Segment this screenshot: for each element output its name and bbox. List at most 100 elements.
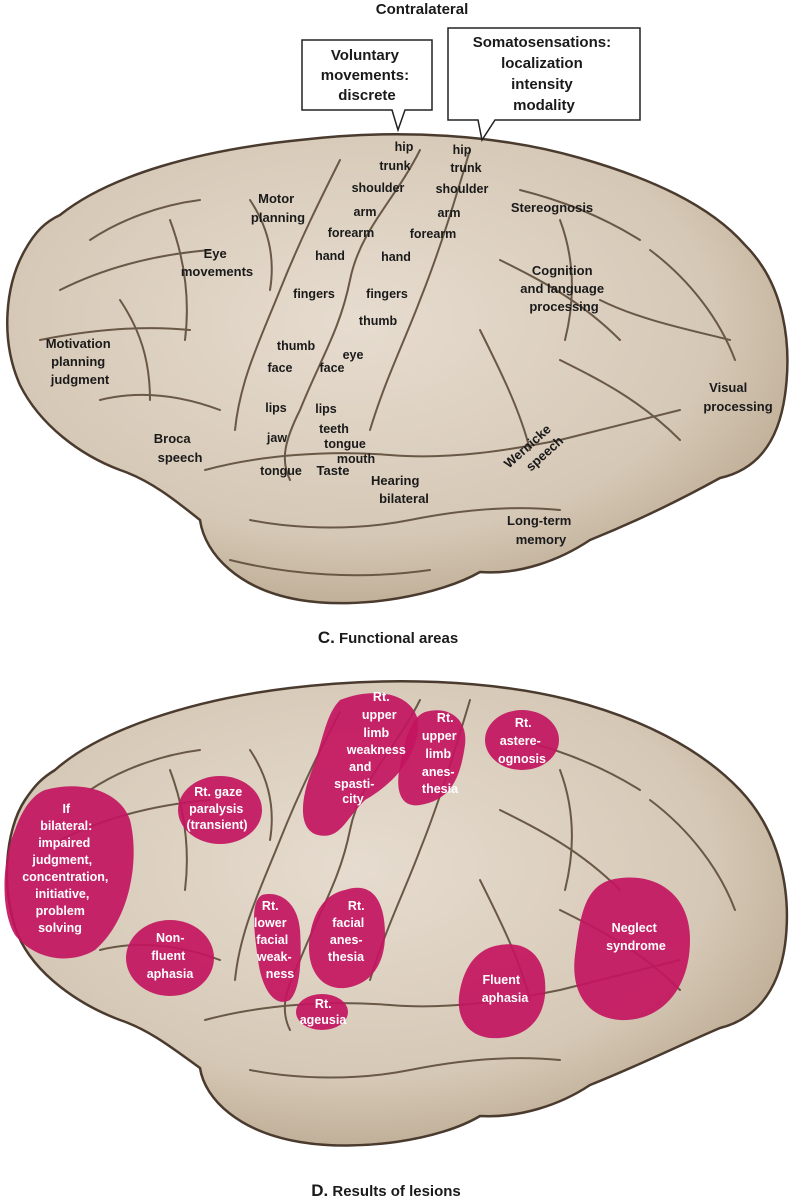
- facialanes-line-3: anes-: [330, 933, 363, 947]
- eye-movements-line-1: Eye: [204, 246, 227, 261]
- frontal-line-6: initiative,: [35, 887, 89, 901]
- frontal-line-5: concentration,: [22, 870, 108, 884]
- svg-text:Broca speech: Broca speech: [154, 431, 203, 465]
- gyri-c: [39, 149, 736, 577]
- ulw-line-4: weakness: [346, 743, 406, 757]
- motivation-line-2: planning: [51, 354, 105, 369]
- lesion-ageusia: [296, 994, 348, 1030]
- visual-line-1: Visual: [709, 380, 747, 395]
- sensory-lips: lips: [315, 402, 337, 416]
- gaze-line-1: Rt. gaze: [194, 785, 242, 799]
- frontal-line-3: impaired: [38, 836, 90, 850]
- caption-c-text: Functional areas: [335, 630, 458, 647]
- ageusia-line-1: Rt.: [315, 997, 332, 1011]
- motor-tongue: tongue: [260, 464, 302, 478]
- svg-text:Rt. ageusia: Rt. ageusia: [300, 997, 348, 1027]
- sensory-callout: Somatosensations: localization intensity…: [447, 27, 641, 142]
- caption-d-letter: D.: [311, 1181, 328, 1200]
- nonfluent-line-2: fluent: [151, 949, 186, 963]
- motor-jaw: jaw: [266, 431, 287, 445]
- ulw-line-6: spasti-: [334, 777, 374, 791]
- nonfluent-line-3: aphasia: [147, 967, 195, 981]
- lesion-regions: [4, 693, 690, 1039]
- frontal-line-8: solving: [38, 921, 82, 935]
- frontal-line-4: judgment,: [31, 853, 92, 867]
- motor-fingers: fingers: [293, 287, 335, 301]
- lesion-lower-facial: [254, 894, 301, 1002]
- svg-text:Somatosensations: loca: Somatosensations: localization intensity…: [473, 34, 616, 114]
- ula-line-5: thesia: [422, 782, 459, 796]
- sensory-box-line-2: localization: [501, 55, 583, 72]
- lesion-nonfluent: [126, 920, 214, 996]
- sensory-thumb: thumb: [359, 314, 398, 328]
- contralateral-label: Contralateral: [376, 1, 469, 18]
- ageusia-line-2: ageusia: [300, 1013, 348, 1027]
- hearing-line-2: bilateral: [379, 491, 429, 506]
- lesion-frontal: [4, 786, 134, 959]
- svg-text:Rt. gaze paralysis: Rt. gaze paralysis (transient): [186, 785, 247, 832]
- lowerfacial-line-5: ness: [266, 967, 295, 981]
- astereo-line-1: Rt.: [515, 716, 532, 730]
- brain-c-outline: [6, 133, 789, 605]
- visual-line-2: processing: [703, 399, 772, 414]
- memory-line-2: memory: [516, 532, 567, 547]
- panel-d-lesions: Rt. upper limb weakness and spasti- city…: [4, 680, 789, 1200]
- svg-text:Visual processing: Visual processing: [703, 380, 772, 414]
- sensory-face: face: [319, 361, 344, 375]
- motor-hip: hip: [395, 140, 414, 154]
- facialanes-line-2: facial: [332, 916, 364, 930]
- caption-c-letter: C.: [318, 628, 335, 647]
- lesion-fluent: [458, 944, 546, 1039]
- fluent-line-2: aphasia: [482, 991, 530, 1005]
- motivation-line-3: judgment: [50, 372, 110, 387]
- astereo-line-2: astere-: [500, 734, 541, 748]
- astereo-line-3: ognosis: [498, 752, 546, 766]
- sensory-box-line-1: Somatosensations:: [473, 34, 611, 51]
- frontal-line-7: problem: [36, 904, 85, 918]
- facialanes-line-1: Rt.: [348, 899, 365, 913]
- panel-c-functional-areas: Contralateral Voluntary movements: discr…: [6, 1, 789, 647]
- motor-face: face: [267, 361, 292, 375]
- motor-lips: lips: [265, 401, 287, 415]
- lesion-labels: Rt. upper limb weakness and spasti- city…: [22, 690, 666, 1027]
- ulw-line-2: upper: [362, 708, 397, 722]
- frontal-line-2: bilateral:: [40, 819, 92, 833]
- caption-c: C. Functional areas: [318, 628, 458, 647]
- motor-planning-line-1: Motor: [258, 191, 294, 206]
- taste-label: Taste: [317, 463, 350, 478]
- sensory-eye: eye: [343, 348, 364, 362]
- motor-box-line-2: movements:: [321, 67, 409, 84]
- ula-line-1: Rt.: [437, 711, 454, 725]
- motor-hand: hand: [315, 249, 345, 263]
- motivation-line-1: Motivation: [46, 336, 111, 351]
- stereognosis-label: Stereognosis: [511, 200, 593, 215]
- motor-trunk: trunk: [379, 159, 410, 173]
- ula-line-2: upper: [422, 729, 457, 743]
- motor-box-line-1: Voluntary: [331, 47, 400, 64]
- ula-line-3: limb: [425, 747, 451, 761]
- sensory-box-line-3: intensity: [511, 76, 573, 93]
- svg-text:Rt. lower faci: Rt. lower facial weak- ness: [254, 899, 295, 981]
- motor-forearm: forearm: [328, 226, 375, 240]
- lesion-upper-limb-anesthesia: [398, 710, 466, 806]
- lesion-gaze-paralysis: [178, 776, 262, 844]
- lesion-facial-anesthesia: [308, 887, 385, 989]
- svg-text:Motivation planning: Motivation planning judgment: [46, 336, 115, 387]
- sensory-hand: hand: [381, 250, 411, 264]
- motor-planning-line-2: planning: [251, 210, 305, 225]
- gaze-line-3: (transient): [186, 818, 247, 832]
- broca-line-2: speech: [158, 450, 203, 465]
- sensory-shoulder: shoulder: [436, 182, 489, 196]
- ulw-line-3: limb: [363, 726, 389, 740]
- frontal-line-1: If: [62, 802, 70, 816]
- sensory-trunk: trunk: [450, 161, 481, 175]
- svg-text:Voluntary movements:: Voluntary movements: discrete: [321, 47, 414, 104]
- cognition-line-1: Cognition: [532, 263, 593, 278]
- motor-thumb: thumb: [277, 339, 316, 353]
- ula-line-4: anes-: [422, 765, 455, 779]
- svg-text:Rt. facial ane: Rt. facial anes- thesia: [328, 899, 368, 964]
- lesion-neglect: [574, 877, 690, 1021]
- svg-text:Cognition and language: Cognition and language processing: [520, 263, 607, 314]
- sensory-arm: arm: [438, 206, 461, 220]
